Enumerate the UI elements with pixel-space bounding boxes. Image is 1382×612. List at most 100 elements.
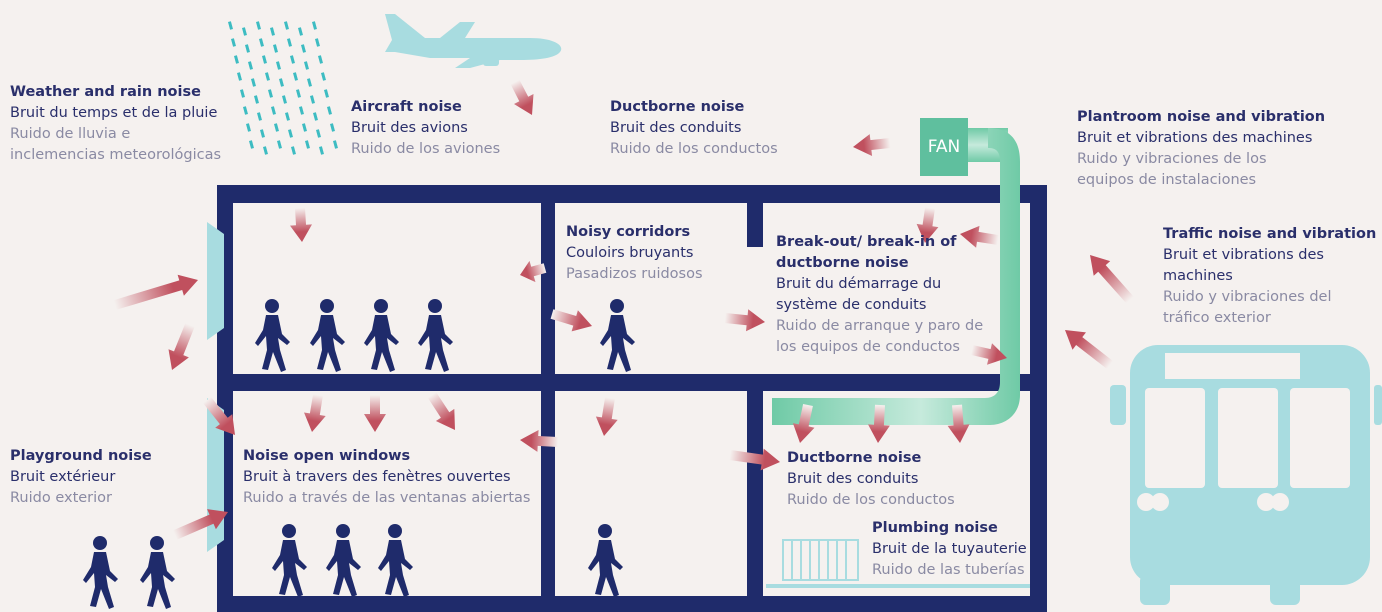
noise-arrow	[853, 134, 891, 156]
rain-drop	[309, 95, 315, 104]
rain-drop	[288, 129, 293, 138]
person-figure	[418, 299, 453, 372]
noise-arrow	[364, 395, 386, 432]
duct	[772, 128, 1020, 425]
rain-drop	[246, 123, 251, 132]
rain-drop	[313, 112, 318, 121]
noise-arrow	[427, 392, 455, 430]
rain-drop	[245, 44, 250, 53]
rain-drop	[257, 112, 262, 121]
rain-drop	[278, 78, 284, 87]
noise-arrow	[520, 260, 547, 283]
rain-drop	[289, 55, 295, 64]
rain-icon	[227, 21, 338, 155]
rain-drop	[306, 78, 312, 87]
rain-drop	[298, 27, 303, 36]
rain-drop	[260, 129, 265, 138]
rain-drop	[277, 140, 282, 149]
rain-drop	[326, 106, 332, 115]
person-figure	[310, 299, 345, 372]
noise-arrow	[304, 394, 326, 432]
radiator-icon	[766, 539, 1030, 588]
noise-arrow	[970, 343, 1007, 365]
noise-arrow	[792, 404, 815, 443]
person-figure	[255, 299, 290, 372]
rain-drop	[241, 27, 247, 36]
noise-arrow	[724, 309, 765, 332]
rain-drop	[248, 61, 253, 70]
rain-drop	[227, 21, 233, 30]
rain-drop	[305, 140, 310, 149]
rain-drop	[302, 123, 307, 132]
rain-drop	[282, 95, 287, 104]
noise-arrow	[550, 309, 592, 332]
noise-arrows	[113, 79, 1134, 540]
rain-drop	[267, 89, 273, 98]
noise-arrow	[868, 404, 890, 443]
rain-drop	[284, 21, 289, 30]
rain-drop	[304, 61, 309, 70]
rain-drop	[330, 123, 335, 132]
noise-arrow	[173, 509, 228, 540]
person-figure	[378, 524, 413, 597]
rain-drop	[324, 89, 329, 98]
noise-arrow	[510, 79, 534, 115]
rain-drop	[259, 38, 264, 47]
person-figure	[600, 299, 635, 372]
rain-drop	[291, 146, 296, 155]
noise-arrow	[520, 430, 559, 452]
noise-arrow	[1090, 255, 1134, 304]
rain-drop	[262, 146, 268, 155]
rain-drop	[276, 61, 281, 70]
rain-drop	[274, 123, 279, 132]
rain-drop	[249, 140, 254, 149]
rain-drop	[333, 140, 338, 149]
bus-icon	[1110, 345, 1382, 605]
noise-arrow	[168, 323, 195, 370]
noise-arrow	[113, 274, 198, 310]
rain-drop	[265, 72, 270, 81]
noise-arrow	[947, 404, 970, 443]
noise-arrow	[916, 207, 939, 243]
rain-drop	[298, 106, 304, 115]
noise-arrow	[203, 396, 235, 435]
rain-drop	[319, 146, 324, 155]
noise-arrow	[960, 225, 999, 248]
rain-drop	[320, 72, 326, 81]
rain-drop	[287, 38, 292, 47]
rain-drop	[272, 44, 278, 53]
rain-drop	[300, 44, 306, 53]
rain-drop	[315, 38, 320, 47]
rain-drop	[250, 78, 256, 87]
rain-drop	[239, 89, 245, 98]
person-figure	[326, 524, 361, 597]
rain-drop	[317, 55, 323, 64]
rain-drop	[270, 27, 275, 36]
person-figure	[272, 524, 307, 597]
rain-drop	[316, 129, 321, 138]
rain-drop	[262, 55, 267, 64]
rain-drop	[285, 112, 290, 121]
rain-drop	[243, 106, 248, 115]
rain-drop	[231, 38, 236, 47]
person-figure	[83, 536, 118, 609]
rain-drop	[295, 89, 301, 98]
rain-drop	[292, 72, 298, 81]
rain-drop	[270, 106, 276, 115]
noise-arrow	[729, 448, 780, 471]
rain-drop	[254, 95, 259, 104]
person-figure	[140, 536, 175, 609]
person-figure	[588, 524, 623, 597]
noise-arrow	[1065, 330, 1114, 369]
